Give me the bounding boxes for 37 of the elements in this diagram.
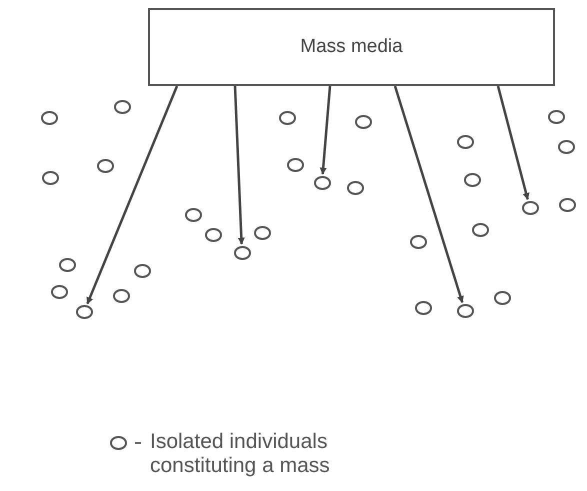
- individual-circle: [278, 111, 296, 125]
- individual-circle: [184, 208, 202, 222]
- legend-text: Isolated individuals constituting a mass: [150, 430, 331, 478]
- individual-circle: [50, 285, 68, 299]
- individual-circle: [204, 228, 222, 242]
- individual-circle: [414, 301, 432, 315]
- individual-circle: [112, 289, 130, 303]
- arrow: [320, 86, 332, 175]
- individual-circle: [522, 201, 538, 215]
- individual-circle: [456, 304, 474, 318]
- individual-circle: [354, 115, 372, 129]
- individual-circle: [58, 258, 76, 272]
- individual-circle: [314, 176, 330, 190]
- individual-circle: [558, 198, 576, 212]
- individual-circle: [76, 305, 92, 319]
- individual-circle: [456, 135, 474, 149]
- arrow: [86, 86, 178, 304]
- individual-circle: [42, 171, 58, 185]
- individual-circle: [494, 291, 510, 305]
- individual-circle: [254, 226, 270, 240]
- individual-circle: [548, 110, 564, 124]
- individual-circle: [286, 158, 304, 172]
- arrow: [496, 86, 530, 200]
- individual-circle: [346, 181, 364, 195]
- individual-circle: [40, 111, 58, 125]
- individual-circle: [464, 173, 480, 187]
- individual-circle: [410, 235, 426, 249]
- individual-circle: [472, 223, 488, 237]
- box-label: Mass media: [300, 36, 403, 58]
- individual-circle: [558, 140, 574, 154]
- media-box: [148, 8, 555, 86]
- individual-circle: [234, 246, 250, 260]
- arrow: [394, 86, 464, 304]
- individual-circle: [114, 100, 130, 114]
- individual-circle: [96, 159, 114, 173]
- individual-circle: [134, 264, 150, 278]
- arrow: [234, 86, 245, 245]
